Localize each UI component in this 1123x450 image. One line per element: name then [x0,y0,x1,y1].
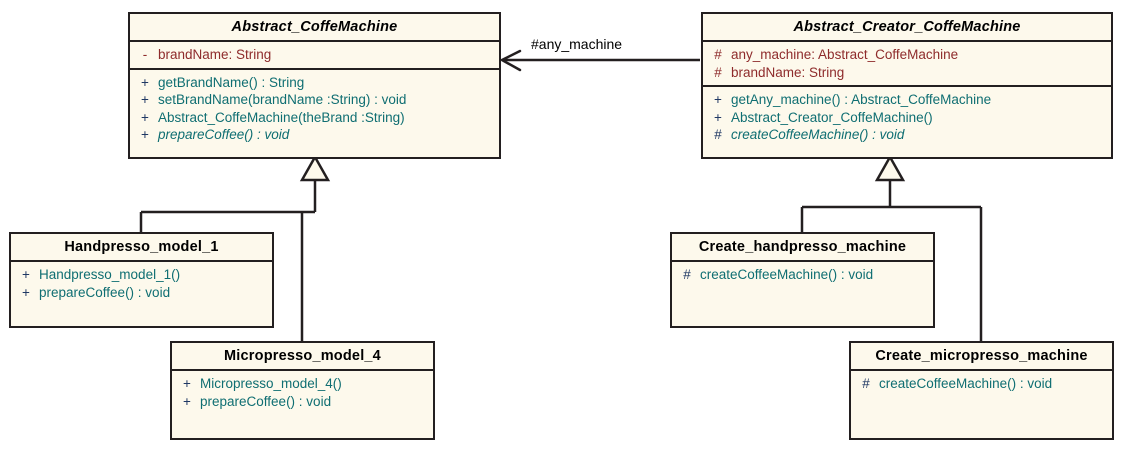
method-signature: prepareCoffee() : void [158,127,290,142]
class-name-abstract-creator-coffemachine: Abstract_Creator_CoffeMachine [703,14,1111,42]
visibility-marker: - [142,47,148,62]
method-signature: createCoffeeMachine() : void [700,267,874,282]
visibility-marker: + [141,92,149,107]
methods-compartment-abstract-coffemachine: + getBrandName() : String + setBrandName… [130,70,499,158]
association-label-any-machine: #any_machine [531,36,623,52]
method-row: + Micropresso_model_4() [174,375,431,393]
class-name-create-micropresso-machine: Create_micropresso_machine [851,343,1112,371]
visibility-marker: + [141,127,149,142]
method-signature: Micropresso_model_4() [200,376,342,391]
method-signature: setBrandName(brandName :String) : void [158,92,407,107]
visibility-marker: + [183,376,191,391]
visibility-marker: + [714,92,722,107]
class-create-handpresso-machine[interactable]: Create_handpresso_machine # createCoffee… [670,232,935,328]
attribute-signature: brandName: String [731,64,845,80]
method-signature: Abstract_Creator_CoffeMachine() [731,109,933,125]
method-row: + Abstract_Creator_CoffeMachine() [705,109,1109,127]
method-row: + Handpresso_model_1() [13,266,270,284]
visibility-marker: + [141,74,149,90]
visibility-marker: # [714,127,722,142]
class-handpresso-model-1[interactable]: Handpresso_model_1 + Handpresso_model_1(… [9,232,274,328]
method-signature: Handpresso_model_1() [39,267,181,282]
method-signature: getBrandName() : String [158,74,305,90]
class-abstract-creator-coffemachine[interactable]: Abstract_Creator_CoffeMachine # any_mach… [701,12,1113,159]
method-row: + Abstract_CoffeMachine(theBrand :String… [132,109,497,127]
method-signature: Abstract_CoffeMachine(theBrand :String) [158,109,405,125]
attributes-compartment-abstract-creator-coffemachine: # any_machine: Abstract_CoffeMachine # b… [703,42,1111,87]
method-row: # createCoffeeMachine() : void [705,126,1109,144]
method-row: + getBrandName() : String [132,74,497,92]
visibility-marker: # [862,376,870,391]
visibility-marker: + [183,393,191,409]
attribute-signature: brandName: String [158,47,272,62]
visibility-marker: # [714,64,722,80]
visibility-marker: # [714,47,722,62]
class-name-micropresso-model-4: Micropresso_model_4 [172,343,433,371]
method-signature: createCoffeeMachine() : void [879,376,1053,391]
attribute-row: # any_machine: Abstract_CoffeMachine [705,46,1109,64]
attributes-compartment-abstract-coffemachine: - brandName: String [130,42,499,70]
class-create-micropresso-machine[interactable]: Create_micropresso_machine # createCoffe… [849,341,1114,440]
methods-compartment-handpresso-model-1: + Handpresso_model_1() + prepareCoffee()… [11,262,272,326]
association-any-machine [500,49,700,72]
method-row: # createCoffeeMachine() : void [853,375,1110,393]
method-row: + prepareCoffee() : void [13,284,270,302]
method-row: + setBrandName(brandName :String) : void [132,91,497,109]
method-row: + prepareCoffee() : void [174,393,431,411]
attribute-row: # brandName: String [705,64,1109,82]
visibility-marker: # [683,267,691,282]
class-micropresso-model-4[interactable]: Micropresso_model_4 + Micropresso_model_… [170,341,435,440]
method-row: + getAny_machine() : Abstract_CoffeMachi… [705,91,1109,109]
visibility-marker: + [22,267,30,282]
class-name-handpresso-model-1: Handpresso_model_1 [11,234,272,262]
methods-compartment-micropresso-model-4: + Micropresso_model_4() + prepareCoffee(… [172,371,433,438]
class-name-abstract-coffemachine: Abstract_CoffeMachine [130,14,499,42]
attribute-signature: any_machine: Abstract_CoffeMachine [731,47,959,62]
method-row: + prepareCoffee() : void [132,126,497,144]
visibility-marker: + [714,109,722,125]
method-signature: createCoffeeMachine() : void [731,127,905,142]
methods-compartment-abstract-creator-coffemachine: + getAny_machine() : Abstract_CoffeMachi… [703,87,1111,157]
attribute-row: - brandName: String [132,46,497,64]
class-name-create-handpresso-machine: Create_handpresso_machine [672,234,933,262]
method-signature: prepareCoffee() : void [200,393,332,409]
visibility-marker: + [141,109,149,125]
method-signature: prepareCoffee() : void [39,284,171,300]
methods-compartment-create-handpresso-machine: # createCoffeeMachine() : void [672,262,933,326]
visibility-marker: + [22,284,30,300]
methods-compartment-create-micropresso-machine: # createCoffeeMachine() : void [851,371,1112,438]
method-signature: getAny_machine() : Abstract_CoffeMachine [731,92,992,107]
class-abstract-coffemachine[interactable]: Abstract_CoffeMachine - brandName: Strin… [128,12,501,159]
method-row: # createCoffeeMachine() : void [674,266,931,284]
